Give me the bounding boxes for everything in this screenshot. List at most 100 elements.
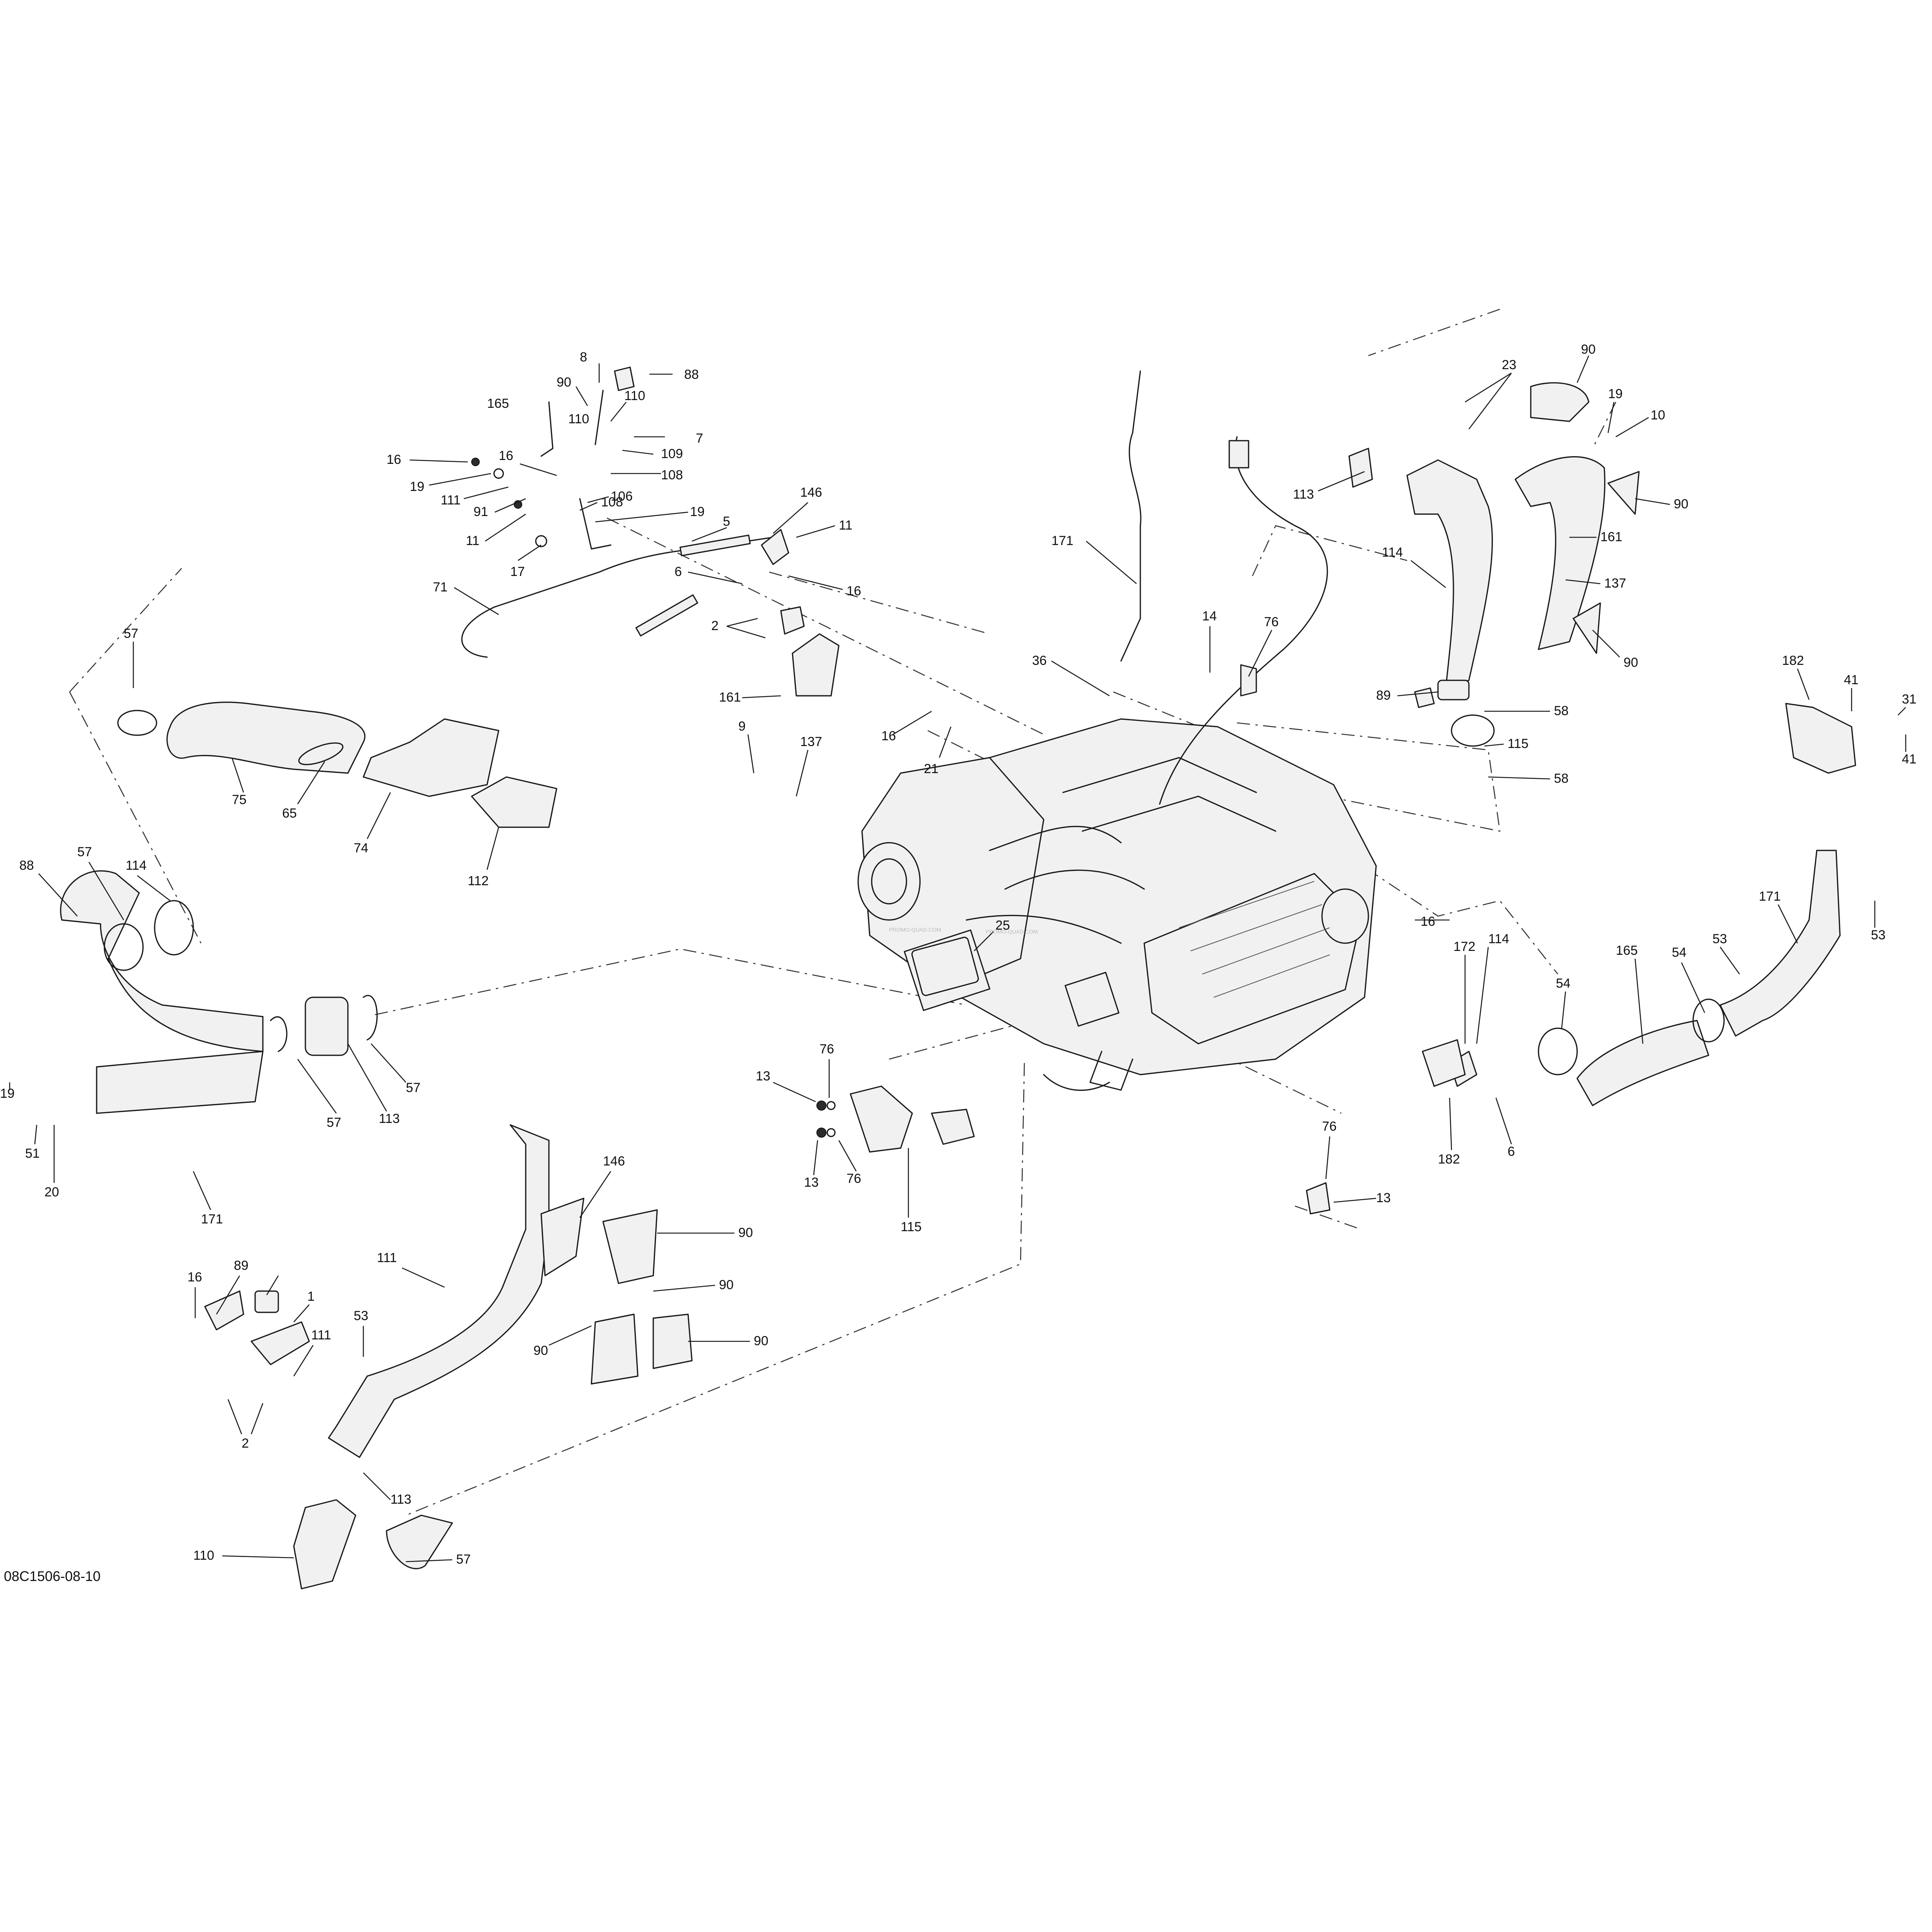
callout-label: 113: [1293, 487, 1314, 502]
callout-label: 88: [684, 367, 699, 382]
electronic-parts: [780, 606, 1466, 1215]
callout-label: 76: [1264, 615, 1279, 629]
callout-label: 13: [804, 1175, 819, 1190]
callout-label: 106: [611, 489, 633, 504]
callout-label: 20: [44, 1185, 59, 1199]
callout-label: 19: [690, 504, 705, 519]
throttle-cable: [461, 534, 774, 658]
callout-label: 16: [881, 729, 896, 743]
callout-label: 90: [1624, 655, 1638, 670]
wiring-harness: [1120, 370, 1328, 805]
callout-label: 58: [1554, 771, 1569, 786]
callout-label: 71: [433, 580, 448, 595]
callout-label: 16: [847, 584, 861, 598]
callout-label: 75: [232, 792, 247, 807]
callout-label: 10: [1651, 408, 1665, 423]
callout-label: 2: [711, 618, 719, 633]
callout-label: 41: [1844, 673, 1859, 687]
callout-label: 110: [193, 1548, 214, 1563]
callout-label: 57: [77, 845, 92, 859]
callout-label: 16: [187, 1270, 202, 1285]
callout-label: 8: [580, 350, 587, 365]
intake-duct-left-lower: [60, 870, 378, 1114]
callout-label: 182: [1438, 1152, 1460, 1167]
callout-label: 16: [387, 452, 401, 467]
callout-label: 17: [510, 564, 525, 579]
callout-label: 54: [1672, 945, 1687, 960]
callout-label: 108: [661, 468, 683, 482]
callout-label: 113: [390, 1492, 411, 1507]
watermark: PROMO-QUAD.COM: [986, 929, 1038, 935]
callout-label: 58: [1554, 704, 1569, 718]
callout-label: 90: [719, 1278, 734, 1292]
callout-label: 137: [800, 734, 822, 749]
air-intake-right: [1449, 703, 1856, 1106]
callout-label: 13: [756, 1069, 770, 1084]
callout-label: 172: [1453, 939, 1475, 954]
callout-label: 88: [19, 858, 34, 873]
callout-label: 11: [466, 533, 479, 548]
callout-label: 19: [0, 1086, 15, 1101]
exhaust-upper-right: [1348, 382, 1640, 747]
callout-label: 161: [719, 690, 741, 705]
callout-label: 36: [1032, 653, 1047, 668]
callout-label: 76: [819, 1042, 834, 1056]
callout-label: 6: [675, 564, 682, 579]
callout-label: 16: [499, 448, 513, 463]
callout-label: 91: [474, 504, 488, 519]
drawing-code: 08C1506-08-10: [4, 1568, 101, 1584]
callout-label: 7: [696, 431, 703, 446]
callout-label: 112: [468, 874, 489, 888]
callout-label: 53: [1712, 932, 1727, 946]
callout-label: 165: [1616, 943, 1638, 958]
callout-label: 76: [1322, 1119, 1337, 1134]
callout-label: 90: [557, 375, 571, 390]
callout-label: 53: [354, 1308, 368, 1323]
callouts: 8 88 90 110 110 165 7 109 108 16 16 19 1…: [0, 342, 1917, 1567]
callout-label: 115: [1508, 736, 1528, 751]
exhaust-pipe-left: [204, 1124, 693, 1590]
callout-label: 165: [487, 396, 509, 411]
callout-label: 1: [307, 1289, 315, 1304]
callout-label: 171: [1051, 533, 1073, 548]
callout-label: 5: [723, 514, 730, 529]
callout-label: 90: [754, 1334, 768, 1348]
callout-label: 114: [1382, 545, 1403, 560]
engine-block: [857, 718, 1377, 1091]
callout-label: 51: [25, 1146, 40, 1161]
callout-label: 114: [126, 858, 147, 873]
callout-label: 90: [738, 1225, 753, 1240]
callout-label: 16: [1421, 914, 1435, 929]
callout-label: 111: [441, 493, 461, 508]
callout-label: 76: [847, 1171, 861, 1186]
callout-label: 14: [1202, 609, 1217, 624]
callout-label: 90: [533, 1343, 548, 1358]
callout-label: 171: [1759, 889, 1781, 904]
throttle-linkage: [471, 366, 840, 697]
callout-label: 89: [1376, 688, 1391, 703]
callout-label: 6: [1508, 1144, 1515, 1159]
callout-label: 65: [282, 806, 297, 821]
callout-label: 146: [603, 1154, 625, 1169]
callout-label: 57: [456, 1552, 471, 1567]
callout-label: 41: [1902, 752, 1917, 767]
callout-label: 54: [1556, 976, 1571, 991]
callout-label: 161: [1600, 530, 1622, 544]
callout-label: 19: [1608, 387, 1623, 401]
callout-label: 182: [1782, 653, 1804, 668]
callout-label: 114: [1488, 932, 1509, 946]
callout-label: 31: [1902, 692, 1917, 707]
callout-label: 171: [201, 1212, 223, 1227]
callout-label: 9: [738, 719, 746, 734]
callout-label: 110: [568, 412, 589, 426]
callout-label: 57: [327, 1115, 341, 1130]
callout-label: 115: [901, 1220, 922, 1234]
callout-label: 111: [311, 1328, 331, 1343]
callout-label: 25: [995, 918, 1010, 933]
callout-label: 57: [124, 626, 138, 641]
callout-label: 108: [601, 495, 623, 509]
callout-label: 89: [234, 1258, 249, 1273]
callout-label: 113: [379, 1111, 400, 1126]
callout-label: 74: [354, 841, 368, 855]
